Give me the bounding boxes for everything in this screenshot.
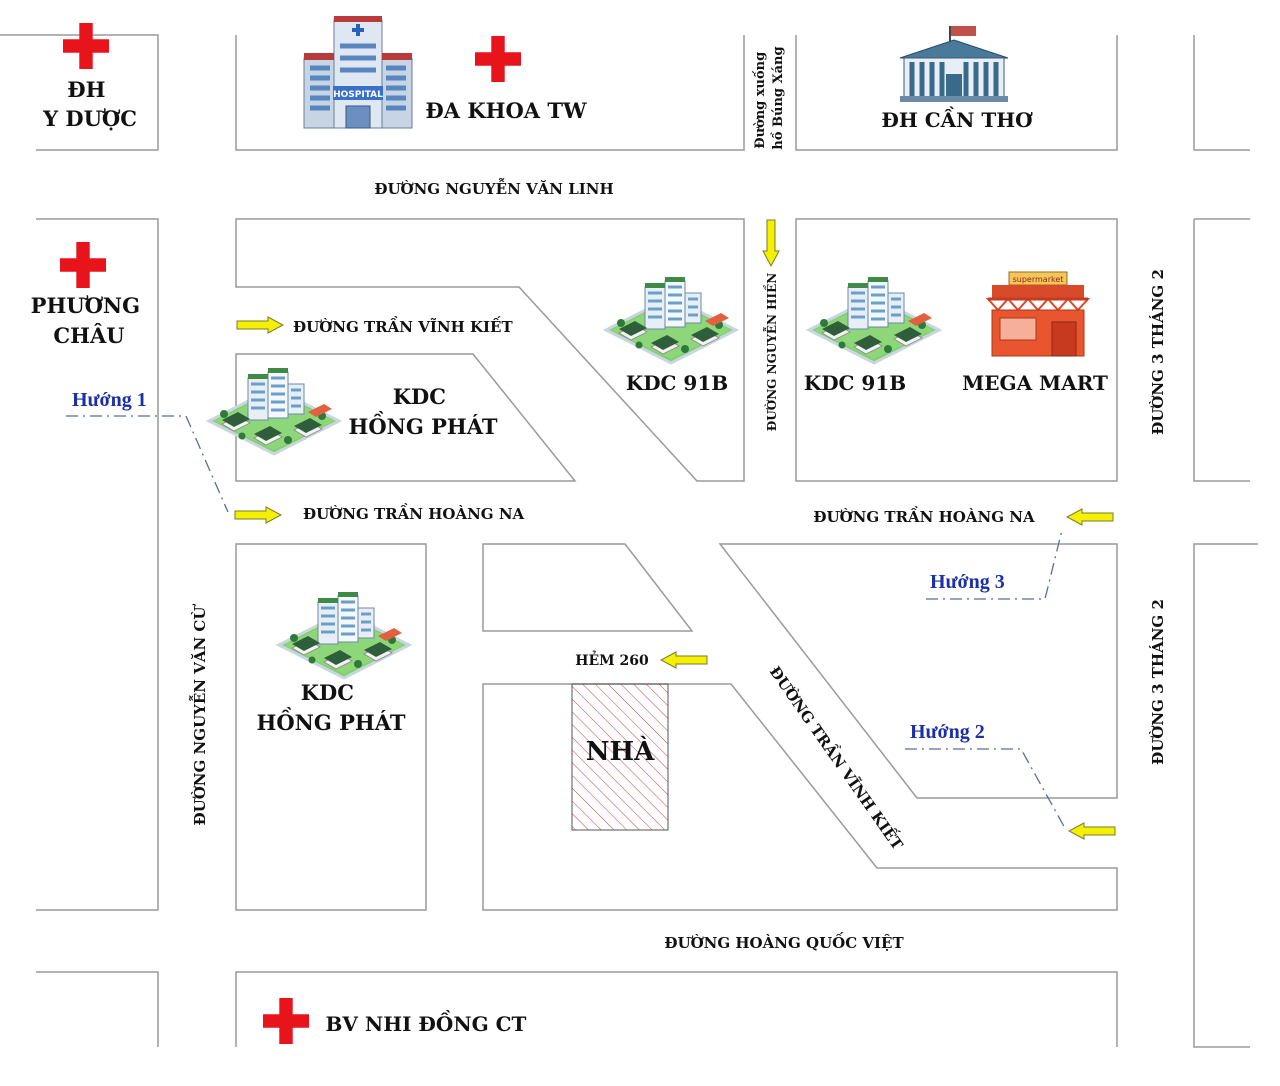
direction-1-route <box>66 415 229 513</box>
street-3-thang-2-top: ĐƯỜNG 3 THÁNG 2 <box>1149 269 1167 435</box>
phuong-chau-label: PHƯƠNG CHÂU <box>31 293 148 348</box>
hospital-building-icon: HOSPITAL <box>303 16 413 129</box>
supermarket-icon: supermarket <box>985 271 1091 357</box>
direction-1-label: Hướng 1 <box>72 389 147 411</box>
direction-3-label: Hướng 3 <box>930 571 1005 593</box>
street-duong-xuong: Đường xuống hồ Búng Xáng <box>752 46 786 149</box>
yellow-arrow-icon <box>236 316 284 334</box>
street-tran-hoang-na-right: ĐƯỜNG TRẦN HOÀNG NA <box>813 506 1035 526</box>
street-3-thang-2-bottom: ĐƯỜNG 3 THÁNG 2 <box>1149 599 1167 765</box>
direction-2-label: Hướng 2 <box>910 721 985 743</box>
mega-mart-label: MEGA MART <box>962 371 1108 395</box>
kdc-91b-left-label: KDC 91B <box>626 371 728 395</box>
kdc-hong-phat-top-label: KDC HỒNG PHÁT <box>349 384 498 439</box>
street-nguyen-van-linh: ĐƯỜNG NGUYỄN VĂN LINH <box>374 177 613 198</box>
direction-2-route <box>905 748 1067 831</box>
yellow-arrow-icon <box>1068 822 1116 840</box>
street-hem-260: HẺM 260 <box>575 649 649 669</box>
dh-y-duoc-label: ĐH Y DƯỢC <box>42 77 137 131</box>
yellow-arrow-icon <box>1066 508 1114 526</box>
street-tran-hoang-na-left: ĐƯỜNG TRẦN HOÀNG NA <box>303 503 525 523</box>
home-label: NHÀ <box>586 735 655 767</box>
street-tran-vinh-kiet-top: ĐƯỜNG TRẦN VĨNH KIẾT <box>293 316 513 336</box>
street-hoang-quoc-viet: ĐƯỜNG HOÀNG QUỐC VIỆT <box>664 932 904 952</box>
street-nguyen-van-cu: ĐƯỜNG NGUYỄN VĂN CỪ <box>188 604 209 826</box>
supermarket-sign: supermarket <box>1013 275 1064 284</box>
kdc-hong-phat-bottom-label: KDC HỒNG PHÁT <box>257 680 406 735</box>
city-blocks <box>0 34 1258 1048</box>
home-plot[interactable]: NHÀ <box>571 683 669 831</box>
yellow-arrow-icon <box>234 506 282 524</box>
da-khoa-tw-label: ĐA KHOA TW <box>425 98 587 123</box>
bv-nhi-dong-label: BV NHI ĐỒNG CT <box>326 1009 527 1036</box>
hospital-sign: HOSPITAL <box>333 90 383 100</box>
yellow-arrow-icon <box>762 219 780 267</box>
dh-can-tho-label: ĐH CẦN THƠ <box>881 105 1033 132</box>
yellow-arrow-icon <box>660 651 708 669</box>
university-building-icon <box>899 26 1009 102</box>
kdc-91b-right-label: KDC 91B <box>804 371 906 395</box>
street-nguyen-hien: ĐƯỜNG NGUYỄN HIỀN <box>762 273 779 431</box>
